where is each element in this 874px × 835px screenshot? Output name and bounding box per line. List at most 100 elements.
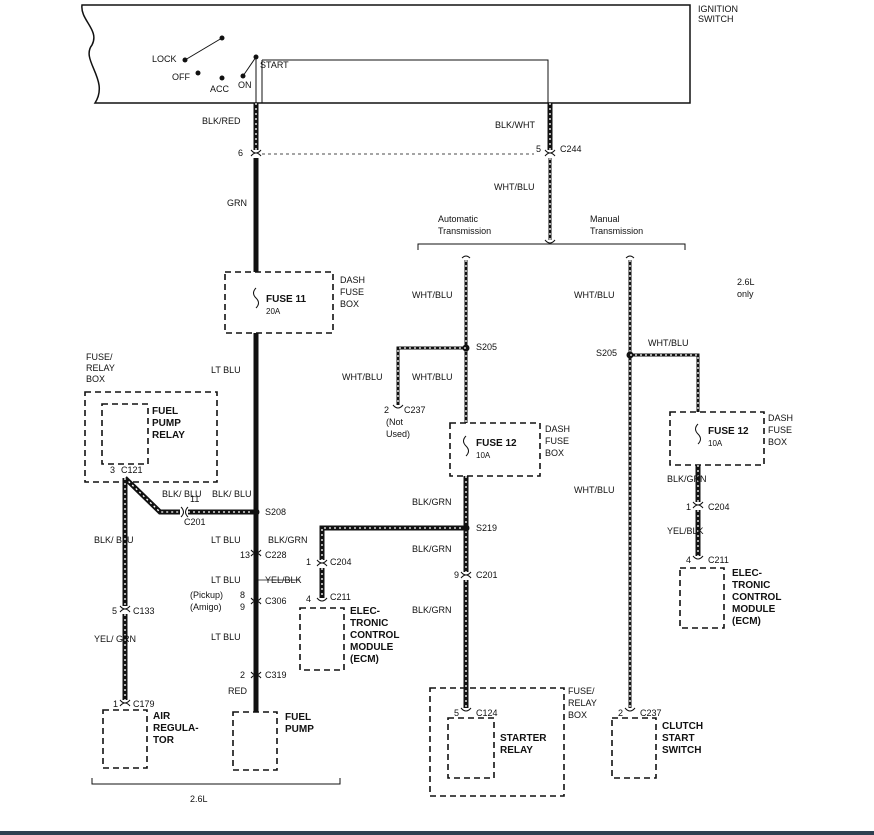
clutch-switch-label: CLUTCH bbox=[662, 721, 703, 732]
fuel-pump: FUEL PUMP bbox=[232, 711, 314, 771]
dash-fuse-box-12-mtx: FUSE 12 10A DASH FUSE BOX bbox=[669, 411, 793, 466]
ecm-right-label-2: TRONIC bbox=[732, 580, 770, 591]
fuse-relay-box-label-2: RELAY bbox=[86, 363, 115, 373]
dash-fuse-box-12-atx: FUSE 12 10A DASH FUSE BOX bbox=[449, 422, 570, 477]
ecm-right-label-3: CONTROL bbox=[732, 592, 781, 603]
auto-trans-label: Automatic bbox=[438, 214, 479, 224]
connector-1-pin-c204-left: 1 bbox=[306, 557, 311, 567]
manual-trans-label: Manual bbox=[590, 214, 620, 224]
start-wire bbox=[417, 103, 686, 250]
dash-fuse-box-label-atx-2: FUSE bbox=[545, 436, 569, 446]
dash-fuse-box-label: DASH bbox=[340, 275, 365, 285]
connector-9-pin-c201: 9 bbox=[454, 570, 459, 580]
manual-trans-label-2: Transmission bbox=[590, 226, 643, 236]
yel-blk-label: YEL/BLK bbox=[265, 575, 302, 585]
blk-red-label: BLK/RED bbox=[202, 116, 241, 126]
c204-label-left: C204 bbox=[330, 557, 352, 567]
blk-grn-label-atx-2: BLK/GRN bbox=[412, 544, 452, 554]
air-regulator: AIR REGULA- TOR bbox=[102, 709, 199, 769]
ecm-right-label-4: MODULE bbox=[732, 604, 776, 615]
mtx-ecm-feed bbox=[692, 465, 704, 560]
blk-blu-label-3: BLK/ BLU bbox=[94, 535, 134, 545]
auto-trans-label-2: Transmission bbox=[438, 226, 491, 236]
window-bottom-bar bbox=[0, 831, 874, 835]
c201-label-atx: C201 bbox=[476, 570, 498, 580]
connector-5-pin-c124: 5 bbox=[454, 708, 459, 718]
s219-label: S219 bbox=[476, 523, 497, 533]
dash-fuse-box-label-2: FUSE bbox=[340, 287, 364, 297]
fuel-pump-label-2: PUMP bbox=[285, 724, 314, 735]
connector-4-pin-c211-mtx: 4 bbox=[686, 555, 691, 565]
s208-label: S208 bbox=[265, 507, 286, 517]
dash-fuse-box-label-3: BOX bbox=[340, 299, 359, 309]
pickup-label: (Pickup) bbox=[190, 590, 223, 600]
blk-grn-label-atx-3: BLK/GRN bbox=[412, 605, 452, 615]
blk-blu-label-2: BLK/ BLU bbox=[212, 489, 252, 499]
blk-grn-label-atx: BLK/GRN bbox=[412, 497, 452, 507]
relay-output-wire bbox=[123, 476, 260, 518]
fuse-12-label-mtx: FUSE 12 bbox=[708, 426, 749, 437]
wht-blu-label-mtx: WHT/BLU bbox=[574, 290, 615, 300]
c228-label: C228 bbox=[265, 550, 287, 560]
fuel-pump-relay-label: FUEL bbox=[152, 406, 178, 417]
wht-blu-label-mtx-3: WHT/BLU bbox=[574, 485, 615, 495]
not-used-label: (Not bbox=[386, 417, 404, 427]
connector-3-pin: 3 bbox=[110, 465, 115, 475]
engine-label-mtx-2: only bbox=[737, 289, 754, 299]
atx-branch bbox=[392, 255, 471, 423]
fuse-relay-box-label-right: FUSE/ bbox=[568, 686, 595, 696]
connector-5-pin-c133: 5 bbox=[112, 606, 117, 616]
ecm-left-label-3: CONTROL bbox=[350, 630, 399, 641]
c133-label: C133 bbox=[133, 606, 155, 616]
air-regulator-label: AIR bbox=[153, 711, 171, 722]
connector-13-pin: 13 bbox=[240, 550, 250, 560]
connector-1-pin-c179: 1 bbox=[113, 699, 118, 709]
grn-label: GRN bbox=[227, 198, 247, 208]
ecm-left-label-5: (ECM) bbox=[350, 654, 379, 665]
start-label: START bbox=[260, 60, 289, 70]
wht-blu-label-atx-3: WHT/BLU bbox=[412, 372, 453, 382]
dash-fuse-box-11: FUSE 11 20A DASH FUSE BOX bbox=[224, 271, 365, 334]
lt-blu-label: LT BLU bbox=[211, 365, 241, 375]
starter-relay-label-2: RELAY bbox=[500, 745, 533, 756]
c204-label-mtx: C204 bbox=[708, 502, 730, 512]
clutch-switch-label-2: START bbox=[662, 733, 695, 744]
blk-wht-label: BLK/WHT bbox=[495, 120, 536, 130]
on-label: ON bbox=[238, 80, 252, 90]
dash-fuse-box-label-atx-3: BOX bbox=[545, 448, 564, 458]
not-used-label-2: Used) bbox=[386, 429, 410, 439]
c179-label: C179 bbox=[133, 699, 155, 709]
fuse-relay-box-label-right-3: BOX bbox=[568, 710, 587, 720]
dash-fuse-box-label-mtx-2: FUSE bbox=[768, 425, 792, 435]
fuse-11-label: FUSE 11 bbox=[266, 294, 306, 305]
connector-11-pin: 11 bbox=[190, 494, 199, 504]
c121-label: C121 bbox=[121, 465, 143, 475]
connector-2-pin-c237-mtx: 2 bbox=[618, 708, 623, 718]
wht-blu-label-top: WHT/BLU bbox=[494, 182, 535, 192]
connector-4-pin-c211-left: 4 bbox=[306, 594, 311, 604]
lock-label: LOCK bbox=[152, 54, 177, 64]
starter-relay-label: STARTER bbox=[500, 733, 547, 744]
connector-6-pin: 6 bbox=[238, 148, 243, 158]
ignition-switch: IGNITION SWITCH LOCK OFF ACC ON START bbox=[81, 4, 738, 104]
c237-label-mtx: C237 bbox=[640, 708, 662, 718]
fuse-relay-box-left: FUSE/ RELAY BOX FUEL PUMP RELAY bbox=[84, 352, 218, 483]
c244-label: C244 bbox=[560, 144, 582, 154]
fuse-relay-box-label: FUSE/ bbox=[86, 352, 113, 362]
wht-blu-label-mtx-2: WHT/BLU bbox=[648, 338, 689, 348]
s205-label-atx: S205 bbox=[476, 342, 497, 352]
blk-blu-label-1: BLK/ BLU bbox=[162, 489, 202, 499]
clutch-start-switch: CLUTCH START SWITCH bbox=[611, 717, 703, 779]
c319-label: C319 bbox=[265, 670, 287, 680]
dash-fuse-box-label-mtx-3: BOX bbox=[768, 437, 787, 447]
bottom-engine-label: 2.6L bbox=[190, 794, 208, 804]
c124-label: C124 bbox=[476, 708, 498, 718]
clutch-switch-label-3: SWITCH bbox=[662, 745, 701, 756]
fuse-12-amp-atx: 10A bbox=[476, 451, 491, 460]
c211-label-left: C211 bbox=[330, 592, 351, 602]
lt-blu-label-2: LT BLU bbox=[211, 535, 241, 545]
ignition-switch-title: IGNITION bbox=[698, 4, 738, 14]
air-regulator-wire bbox=[119, 478, 131, 707]
connector-1-pin-c204-mtx: 1 bbox=[686, 502, 691, 512]
